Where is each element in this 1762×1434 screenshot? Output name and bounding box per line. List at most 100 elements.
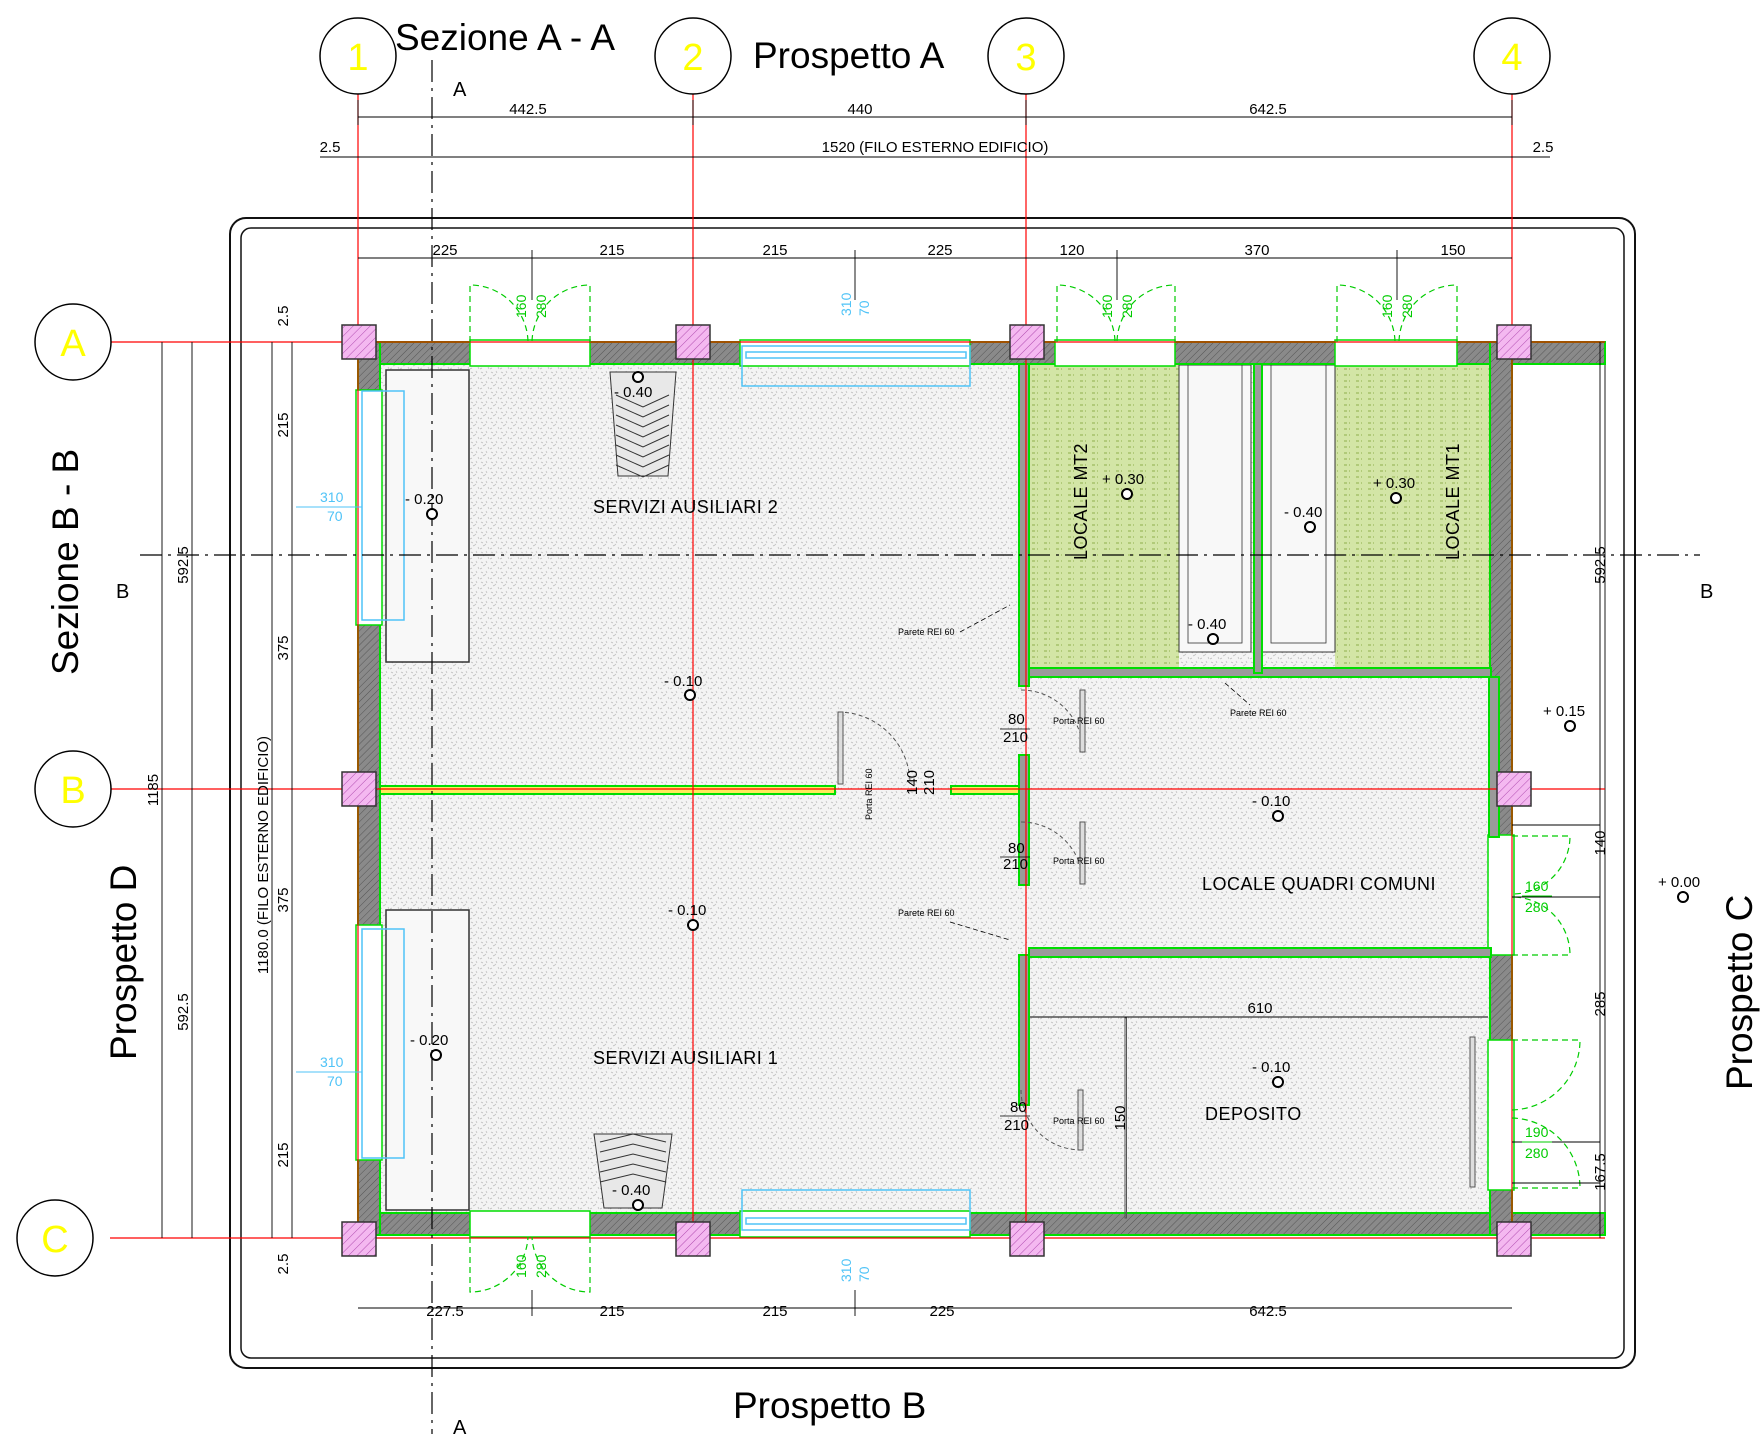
dim-top-1: 442.5 — [509, 101, 547, 118]
dim-bottom-2: 215 — [599, 1303, 624, 1320]
locale-mt1-floor — [1335, 365, 1492, 673]
door-height-label: 280 — [1525, 1145, 1549, 1161]
level-label: - 0.40 — [1188, 616, 1226, 633]
leader-lines — [949, 604, 1251, 941]
dim-left-open-5: 215 — [275, 1142, 292, 1167]
level-label: - 0.10 — [664, 673, 702, 690]
door-width-label: 80 — [1008, 711, 1025, 728]
level-label: - 0.10 — [1252, 1059, 1290, 1076]
door-width-label: 160 — [513, 1254, 529, 1278]
dim-overall-top: 1520 (FILO ESTERNO EDIFICIO) — [822, 139, 1049, 156]
window-width-label: 310 — [320, 1054, 344, 1070]
dim-top-2: 440 — [847, 101, 872, 118]
cut-marker-a-bottom: A — [453, 1417, 467, 1434]
door-width-label: 140 — [904, 770, 921, 795]
note-parete-rei: Parete REI 60 — [898, 908, 955, 918]
cut-marker-b-left: B — [116, 581, 129, 603]
note-parete-rei: Parete REI 60 — [1230, 708, 1287, 718]
level-label: + 0.30 — [1373, 475, 1415, 492]
window-height-label: 70 — [327, 508, 343, 524]
level-label: - 0.20 — [410, 1032, 448, 1049]
window-height-label: 70 — [856, 1266, 872, 1282]
axis-label-a: A — [60, 323, 86, 365]
note-porta-rei: Porta REI 60 — [864, 768, 874, 820]
cut-marker-a-top: A — [453, 79, 467, 101]
level-label: - 0.40 — [612, 1182, 650, 1199]
dim-deposito-width: 610 — [1247, 1000, 1272, 1017]
dim-opening-3: 215 — [762, 242, 787, 259]
note-porta-rei: Porta REI 60 — [1053, 1116, 1105, 1126]
dim-left-open-1: 2.5 — [275, 306, 292, 327]
mt-trench-2 — [1178, 364, 1252, 653]
door-width-label: 160 — [1099, 294, 1115, 318]
interior-doors — [837, 689, 1476, 1219]
door-height-label: 280 — [533, 294, 549, 318]
stair-bottom — [593, 1133, 673, 1209]
title-section-bb: Sezione B - B — [45, 449, 86, 675]
cut-marker-b-right: B — [1700, 581, 1713, 603]
axis-label-2: 2 — [682, 37, 703, 79]
dim-left-overall: 1180.0 (FILO ESTERNO EDIFICIO) — [255, 736, 272, 974]
door-height-label: 210 — [921, 770, 938, 795]
dim-left-open-6: 2.5 — [275, 1254, 292, 1275]
axis-label-4: 4 — [1501, 37, 1522, 79]
mt-trench-1 — [1261, 364, 1336, 653]
title-prospetto-c: Prospetto C — [1719, 895, 1760, 1090]
door-width-label: 160 — [1379, 294, 1395, 318]
level-label: - 0.20 — [405, 491, 443, 508]
room-servizi-2: SERVIZI AUSILIARI 2 — [593, 497, 778, 517]
dim-opening-2: 215 — [599, 242, 624, 259]
interior-walls — [379, 785, 1022, 795]
note-porta-rei: Porta REI 60 — [1053, 856, 1105, 866]
note-porta-rei: Porta REI 60 — [1053, 716, 1105, 726]
axis-bubbles — [16, 17, 1551, 1277]
window-height-label: 70 — [327, 1073, 343, 1089]
door-height-label: 280 — [533, 1254, 549, 1278]
rei-walls — [1018, 363, 1500, 1106]
dim-top-3: 642.5 — [1249, 101, 1287, 118]
level-markers — [426, 371, 1689, 1211]
dim-deposito-inner: 150 — [1112, 1105, 1129, 1130]
dim-right-open-3: 167.5 — [1592, 1153, 1609, 1191]
locale-mt2-floor — [1027, 365, 1179, 673]
room-servizi-1: SERVIZI AUSILIARI 1 — [593, 1048, 778, 1068]
plinth-outer — [229, 217, 1636, 1369]
dim-right-open-1: 140 — [1592, 830, 1609, 855]
dimension-lines — [161, 100, 1601, 1316]
door-width-label: 190 — [1525, 1124, 1549, 1140]
level-label: + 0.15 — [1543, 703, 1585, 720]
window-height-label: 70 — [856, 300, 872, 316]
deposito-floor — [1030, 958, 1495, 1216]
dim-left-open-4: 375 — [275, 887, 292, 912]
dim-opening-1: 225 — [432, 242, 457, 259]
door-height-label: 280 — [1399, 294, 1415, 318]
window-width-label: 310 — [838, 292, 854, 316]
dim-right-open-2: 285 — [1592, 991, 1609, 1016]
room-mt2: LOCALE MT2 — [1071, 443, 1091, 560]
door-height-label: 210 — [1003, 856, 1028, 873]
dim-left-half-1: 592.5 — [175, 546, 192, 584]
dim-opening-6: 370 — [1244, 242, 1269, 259]
windows — [361, 345, 971, 1231]
room-mt1: LOCALE MT1 — [1443, 443, 1463, 560]
axis-label-c: C — [41, 1219, 68, 1261]
axis-label-1: 1 — [347, 37, 368, 79]
plinth-inner — [240, 227, 1625, 1359]
left-box-bottom — [385, 909, 470, 1211]
dim-bottom-5: 642.5 — [1249, 1303, 1287, 1320]
level-label: + 0.00 — [1658, 874, 1700, 891]
door-height-label: 280 — [1119, 294, 1135, 318]
door-width-label: 80 — [1008, 840, 1025, 857]
dim-left-outer: 1185 — [145, 774, 162, 806]
note-parete-rei: Parete REI 60 — [898, 627, 955, 637]
dim-edge-right: 2.5 — [1533, 139, 1554, 156]
title-prospetto-b: Prospetto B — [733, 1385, 926, 1426]
door-width-label: 160 — [513, 294, 529, 318]
level-label: - 0.40 — [614, 384, 652, 401]
dim-opening-5: 120 — [1059, 242, 1084, 259]
door-width-label: 80 — [1010, 1099, 1027, 1116]
dim-bottom-1: 227.5 — [426, 1303, 464, 1320]
title-prospetto-a: Prospetto A — [753, 35, 945, 76]
dim-right-half: 592.5 — [1592, 546, 1609, 584]
structural-columns — [341, 324, 1532, 1257]
